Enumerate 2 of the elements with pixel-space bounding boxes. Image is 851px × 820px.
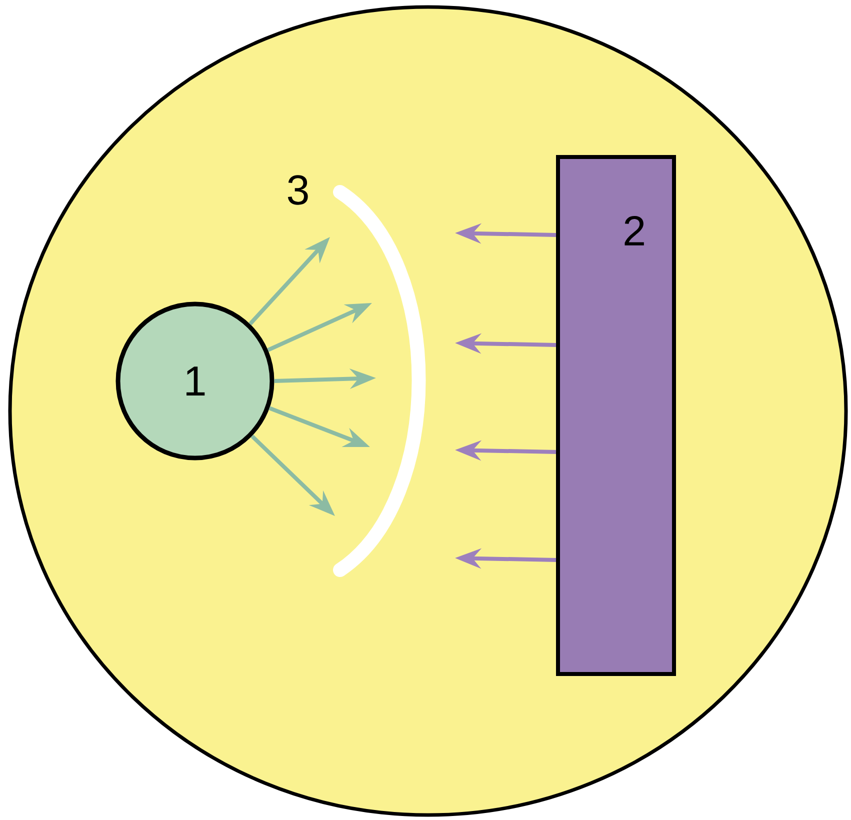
barrier-arc: 3 xyxy=(288,175,426,577)
bar: 2 xyxy=(556,155,676,676)
